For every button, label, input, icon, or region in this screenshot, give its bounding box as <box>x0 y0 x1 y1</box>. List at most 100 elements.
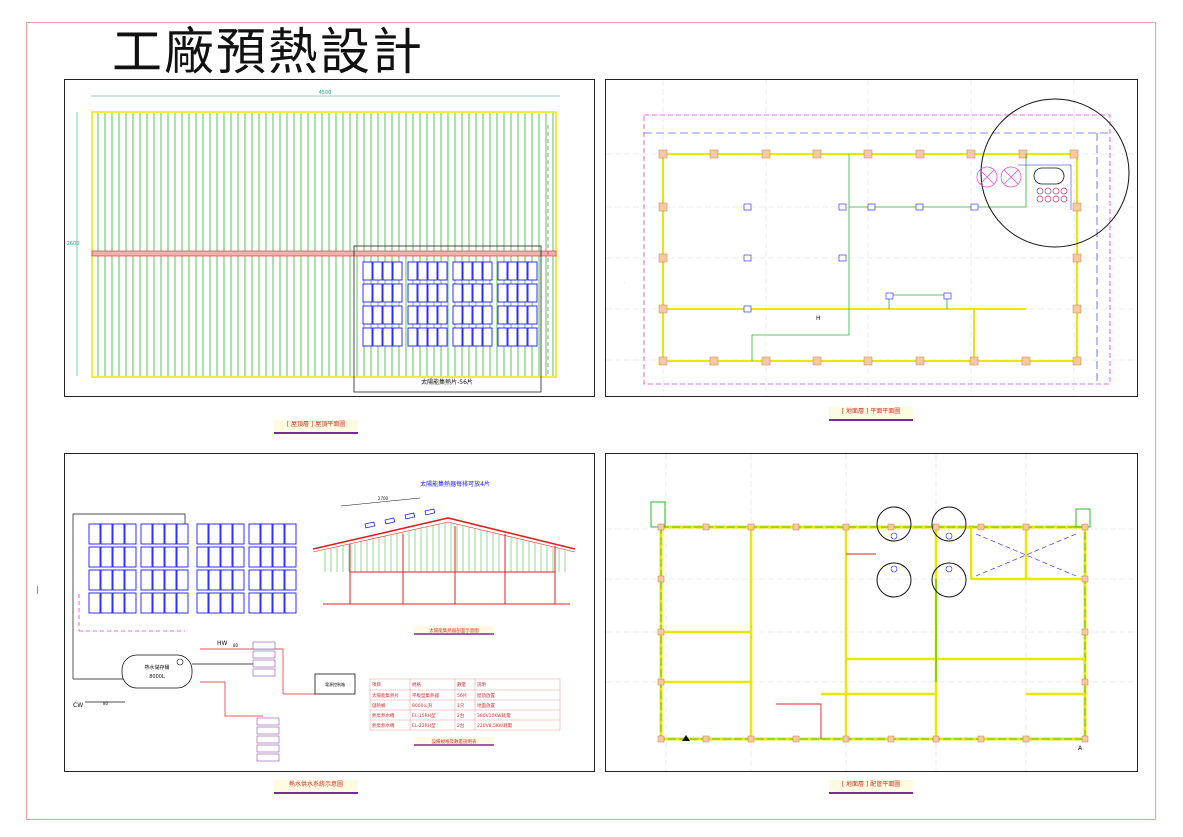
collector-panel <box>164 592 177 614</box>
column <box>915 149 925 159</box>
solar-panel <box>462 261 473 281</box>
collector-panel <box>112 523 125 545</box>
solar-panel <box>527 305 538 325</box>
solar-panel <box>497 283 508 303</box>
ground-plan-drawing: H . <box>606 80 1137 396</box>
spec-cell: 56片 <box>457 692 468 699</box>
floor-post <box>792 523 800 531</box>
solar-panel <box>427 327 438 347</box>
solar-panel <box>462 305 473 325</box>
solar-panel <box>407 283 418 303</box>
spec-cell: 1只 <box>457 703 465 709</box>
spec-cell: EL-15RH型 <box>412 712 436 719</box>
collector-panel <box>196 546 209 568</box>
spec-header-cell: 項目 <box>372 682 381 688</box>
solar-panel <box>497 261 508 281</box>
collector-panel <box>232 592 245 614</box>
flow-in-label: 80 <box>233 643 239 648</box>
solar-panel <box>362 283 373 303</box>
collector-panel <box>196 569 209 591</box>
collector-panel <box>176 523 189 545</box>
column <box>658 202 668 212</box>
north-mark: A <box>1078 745 1083 752</box>
section-caption: 太陽能集熱器剖面示意圖 <box>429 627 479 634</box>
column <box>1018 149 1028 159</box>
collector-panel <box>152 569 165 591</box>
solar-panel <box>452 305 463 325</box>
solar-panel <box>392 305 403 325</box>
heat-pump-unit <box>252 650 276 659</box>
floor-post <box>977 523 985 531</box>
collector-panel <box>88 523 101 545</box>
floor-post <box>842 735 850 743</box>
solar-panel <box>392 327 403 347</box>
solar-panel <box>437 261 448 281</box>
column <box>1072 304 1082 314</box>
solar-panel <box>382 261 393 281</box>
collector-panel <box>164 569 177 591</box>
system-caption: 熱水供水系統示意圖 <box>274 780 358 794</box>
column <box>709 149 719 159</box>
column <box>658 304 668 314</box>
collector-panel <box>272 592 285 614</box>
roof-section-title: 太陽能集熱器每排可放4片 <box>420 480 490 488</box>
column <box>1072 202 1082 212</box>
collector-panel <box>164 523 177 545</box>
solar-panel <box>507 283 518 303</box>
collector-panel <box>220 523 233 545</box>
solar-panel <box>427 261 438 281</box>
collector-panel <box>176 546 189 568</box>
solar-panel-label: 太陽能集熱片-56片 <box>421 378 473 386</box>
collector-panel <box>284 523 297 545</box>
solar-panel <box>472 283 483 303</box>
collector-panel <box>220 546 233 568</box>
collector-panel <box>124 523 137 545</box>
floor-post <box>1081 735 1089 743</box>
collector-panel <box>248 523 261 545</box>
collector-panel <box>176 569 189 591</box>
column <box>1072 356 1082 366</box>
heat-pump-unit <box>256 735 280 744</box>
solar-panel <box>392 283 403 303</box>
collector-panel <box>124 546 137 568</box>
pipe-tag: H <box>816 315 821 322</box>
solar-panel <box>417 261 428 281</box>
column <box>812 149 822 159</box>
system-drawing: 熱水儲存桶 8000L HW CW 80 80 電源控制箱 太陽能集熱器每排可放… <box>72 480 576 762</box>
floor-post <box>702 523 710 531</box>
floor-post <box>792 735 800 743</box>
collector-panel <box>124 569 137 591</box>
spec-cell: 儲熱桶 <box>372 702 386 709</box>
spec-cell: 220V8.5KW耗電 <box>477 723 513 729</box>
collector-panel <box>152 592 165 614</box>
solar-panel <box>507 261 518 281</box>
solar-panel <box>517 261 528 281</box>
column <box>1069 149 1079 159</box>
solar-panel <box>382 283 393 303</box>
solar-panel <box>362 261 373 281</box>
solar-panel <box>527 261 538 281</box>
floor-post <box>932 523 940 531</box>
heat-pump-unit <box>256 753 280 762</box>
spec-cell: 2台 <box>457 722 465 729</box>
collector-panel <box>88 592 101 614</box>
collector-panel <box>140 569 153 591</box>
solar-panel <box>382 327 393 347</box>
cw-label: CW <box>73 702 83 709</box>
collector-panel <box>284 592 297 614</box>
roof-plan-drawing: 4500 2600 太陽能集熱片-56片 <box>67 90 560 393</box>
collector-panel <box>248 592 261 614</box>
floor-post <box>657 678 665 686</box>
collector-panel <box>140 592 153 614</box>
solar-panel <box>372 283 383 303</box>
heat-pump-unit <box>256 726 280 735</box>
solar-panel <box>452 327 463 347</box>
floor-post <box>657 735 665 743</box>
heat-pump-unit <box>256 717 280 726</box>
collector-panel <box>140 523 153 545</box>
solar-panel <box>527 327 538 347</box>
spec-cell: 熱泵熱水機 <box>372 722 395 729</box>
ground-plan-caption: [ 地面層 ] 平面平面圖 <box>829 407 913 421</box>
solar-panel <box>462 327 473 347</box>
spec-cell: 380V10KW耗電 <box>477 713 511 719</box>
